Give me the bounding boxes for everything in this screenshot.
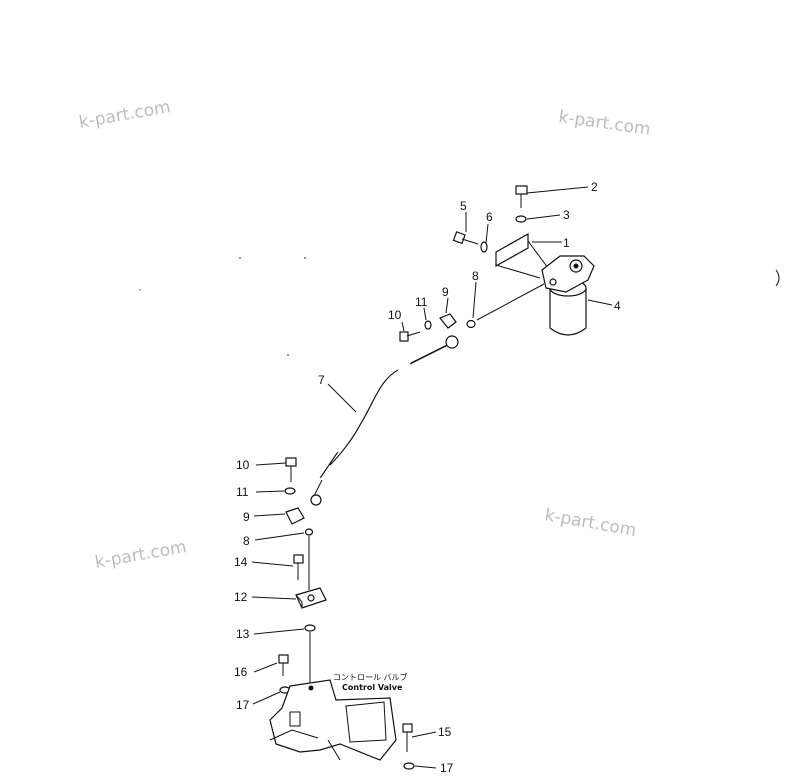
callout-8-upper: 8 — [472, 269, 479, 283]
control-valve-label-jp: コントロール バルブ — [333, 672, 408, 682]
callout-15: 15 — [438, 725, 452, 739]
callout-6: 6 — [486, 210, 493, 224]
bracket-part-1 — [495, 232, 549, 279]
callout-4: 4 — [614, 299, 621, 313]
bolt-part-14 — [293, 554, 304, 580]
bolt-part-5 — [452, 231, 479, 245]
bolt-part-16 — [278, 654, 289, 676]
leader-lines — [251, 186, 613, 769]
elbow-part-9-upper — [439, 313, 457, 329]
callout-3: 3 — [563, 208, 570, 222]
callout-11-upper: 11 — [415, 295, 428, 309]
watermark-3: k-part.com — [543, 505, 638, 541]
watermark-1: k-part.com — [77, 97, 172, 133]
bolt-part-10-upper — [399, 331, 421, 342]
filter-part-4 — [541, 255, 595, 336]
callout-10-upper: 10 — [388, 308, 402, 322]
callout-17-left: 17 — [236, 698, 250, 712]
hose-part-7 — [310, 335, 459, 506]
scan-specks — [139, 257, 780, 356]
callout-1: 1 — [563, 236, 570, 250]
bolt-part-10-lower — [285, 457, 297, 482]
washer-part-11-lower — [284, 487, 296, 495]
callout-numbers: 1 2 3 4 5 6 7 8 9 10 11 10 11 9 8 14 12 … — [234, 180, 621, 775]
callout-17-right: 17 — [440, 761, 454, 775]
washer-part-17-right — [403, 762, 415, 770]
callout-13: 13 — [236, 627, 250, 641]
oring-part-8-upper — [466, 283, 545, 329]
washer-part-11-upper — [424, 320, 432, 330]
washer-part-3 — [515, 215, 527, 223]
callout-2: 2 — [591, 180, 598, 194]
watermark-4: k-part.com — [93, 537, 188, 573]
oring-part-13 — [304, 624, 316, 684]
callout-10-lower: 10 — [236, 458, 250, 472]
elbow-part-9-lower — [285, 507, 305, 525]
bolt-part-2 — [515, 185, 528, 208]
oring-part-8-lower — [304, 528, 314, 590]
callout-14: 14 — [234, 555, 248, 569]
callout-16: 16 — [234, 665, 248, 679]
flange-part-12 — [295, 587, 327, 609]
callout-9-upper: 9 — [442, 285, 449, 299]
watermark-2: k-part.com — [557, 107, 651, 140]
callout-11-lower: 11 — [236, 485, 249, 499]
callout-9-lower: 9 — [243, 510, 250, 524]
callout-8-lower: 8 — [243, 534, 250, 548]
control-valve — [269, 679, 397, 761]
callout-12: 12 — [234, 590, 248, 604]
callout-5: 5 — [460, 199, 467, 213]
washer-part-6 — [480, 241, 488, 253]
callout-7: 7 — [318, 373, 325, 387]
bolt-part-15 — [402, 723, 413, 752]
control-valve-label-en: Control Valve — [342, 683, 403, 692]
